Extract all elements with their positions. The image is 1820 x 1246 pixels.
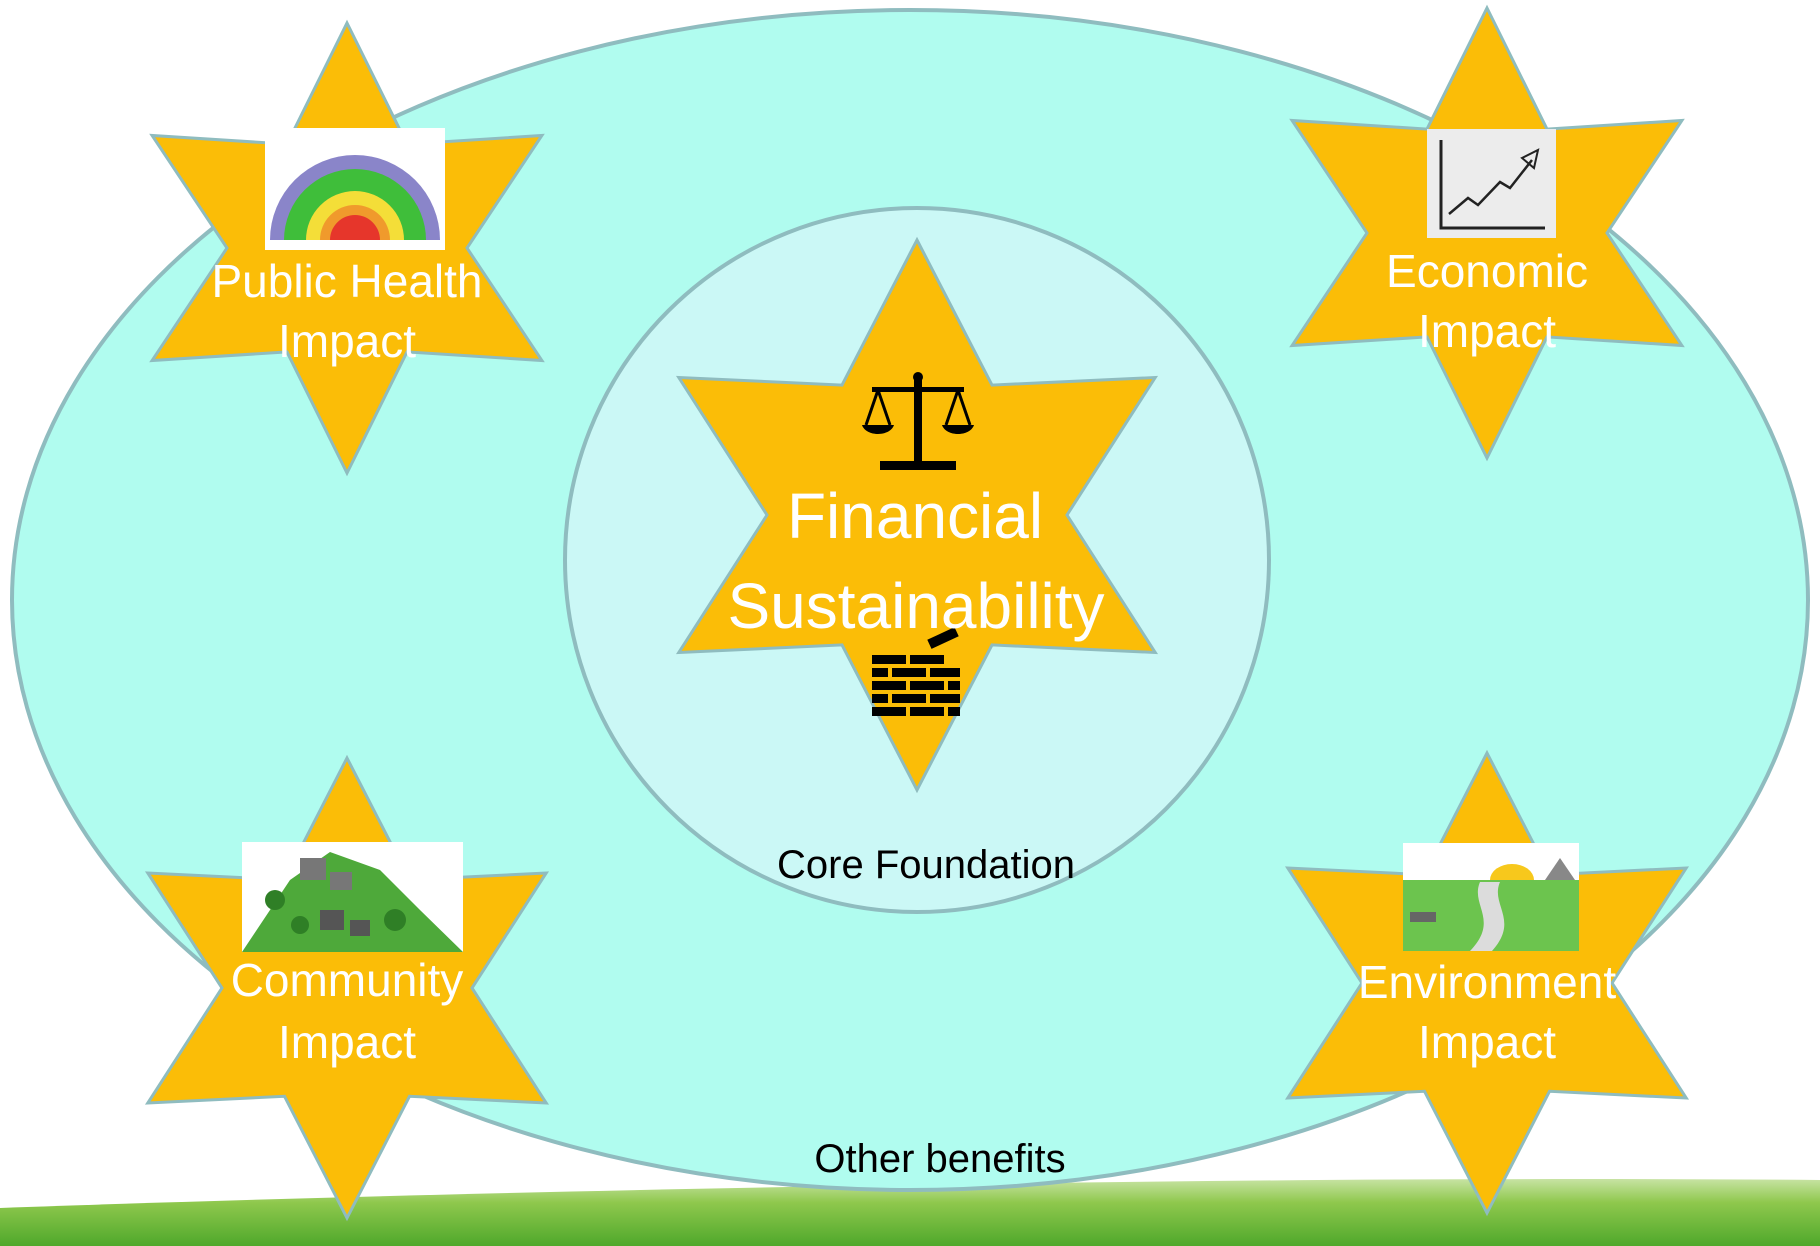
economic-line2: Impact [1418,305,1556,357]
center-star-shape [675,236,1159,794]
rising-graph-sketch-image [1427,129,1556,238]
community-star-shape [144,754,550,1222]
community-line1: Community [231,954,464,1006]
inner-circle-label: Core Foundation [777,843,1075,887]
community-star: Community Impact [144,754,550,1222]
landscape-sunrise-sketch-image [1403,843,1579,951]
health-determinants-rainbow-image [265,128,445,250]
outer-ellipse-label: Other benefits [814,1137,1065,1181]
center-star: Financial Sustainability [675,236,1159,794]
balance-scale-icon [862,372,974,470]
environment-line2: Impact [1418,1016,1556,1068]
center-title-line1: Financial [787,480,1043,552]
village-sketch-image [242,842,463,952]
public-health-line1: Public Health [211,255,482,307]
economic-star: Economic Impact [1289,4,1685,462]
public-health-line2: Impact [278,315,416,367]
environment-line1: Environment [1358,956,1616,1008]
public-health-star: Public Health Impact [149,19,545,477]
environment-star: Environment Impact [1284,749,1690,1217]
green-decorative-band [0,1179,1820,1246]
environment-star-shape [1284,749,1690,1217]
brick-wall-icon [872,627,960,716]
economic-line1: Economic [1386,245,1588,297]
community-line2: Impact [278,1016,416,1068]
center-title-line2: Sustainability [727,570,1104,642]
